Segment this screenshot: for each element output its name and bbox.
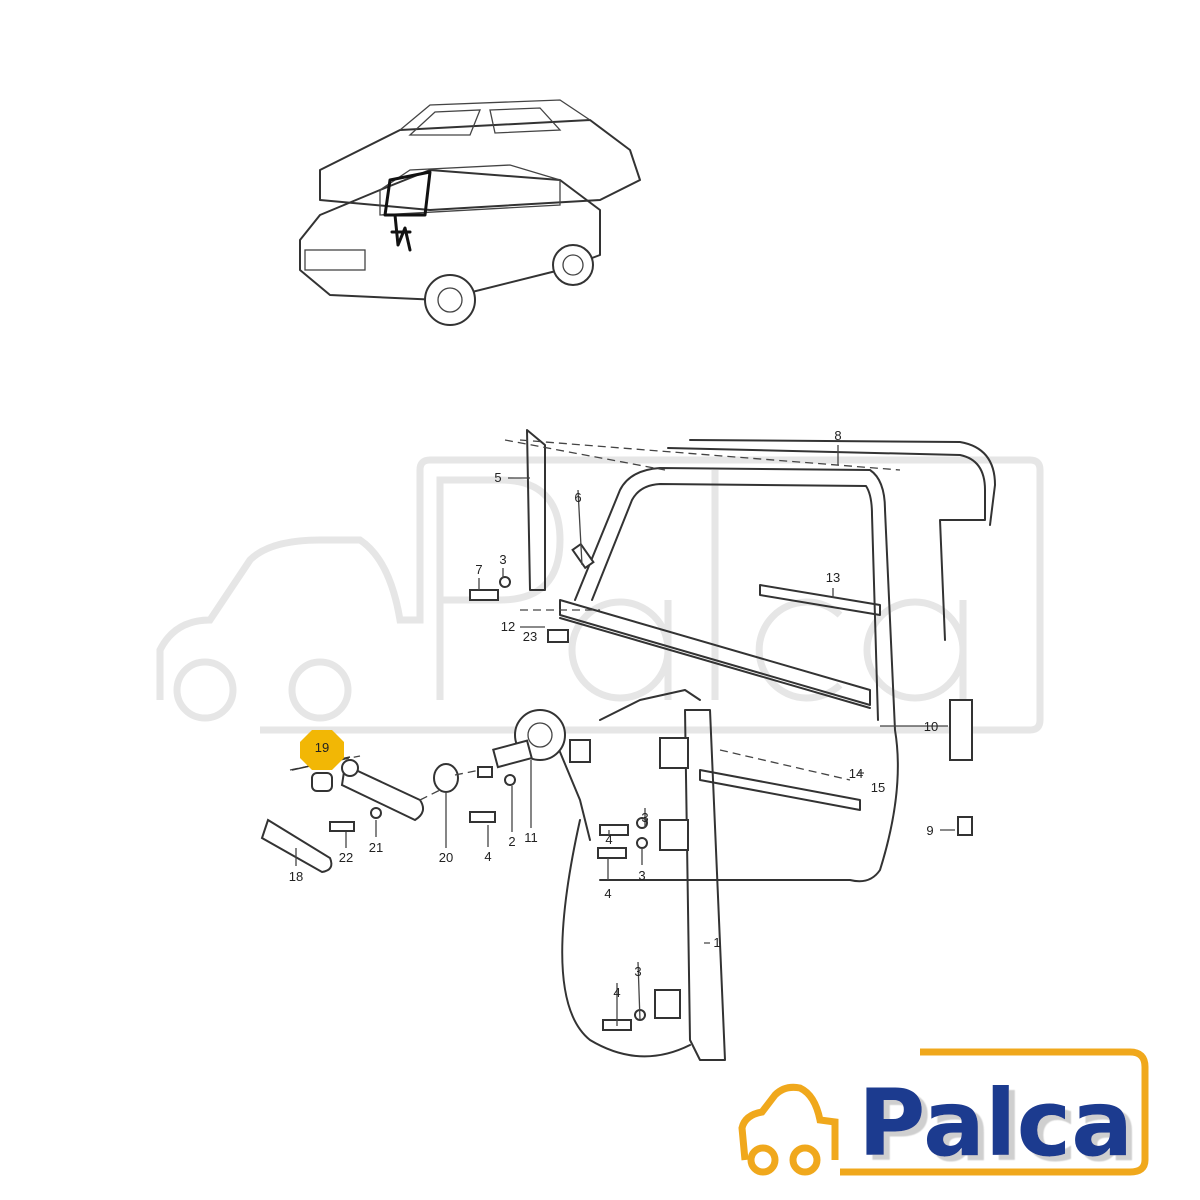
- callout-7: 7: [475, 562, 482, 577]
- part-20: [433, 763, 459, 793]
- part-10: [949, 699, 973, 761]
- callout-3: 3: [499, 552, 506, 567]
- callout-23: 23: [523, 629, 537, 644]
- callout-18: 18: [289, 869, 303, 884]
- car-illustration: [299, 99, 641, 326]
- window-regulator: [492, 709, 726, 1061]
- palca-logo: Palca: [738, 1048, 1149, 1177]
- watermark-lettering: [436, 470, 967, 702]
- callout-11: 11: [524, 830, 538, 845]
- callout-4: 4: [613, 985, 620, 1000]
- callout-6: 6: [574, 490, 581, 505]
- callout-20: 20: [439, 850, 453, 865]
- callout-19: 19: [315, 740, 329, 755]
- callout-1: 1: [713, 935, 720, 950]
- callout-2: 2: [508, 834, 515, 849]
- part-19-knob: [311, 772, 333, 792]
- callout-3: 3: [641, 810, 648, 825]
- callout-12: 12: [501, 619, 515, 634]
- callout-4: 4: [604, 886, 611, 901]
- part-18: [260, 818, 333, 874]
- callout-4: 4: [484, 849, 491, 864]
- callout-3: 3: [634, 964, 641, 979]
- callout-21: 21: [369, 840, 383, 855]
- highlight-marker: [300, 730, 344, 770]
- callout-14: 14: [849, 766, 863, 781]
- callout-4: 4: [605, 832, 612, 847]
- callout-9: 9: [926, 823, 933, 838]
- leader-lines: [289, 439, 955, 1026]
- callout-3: 3: [638, 868, 645, 883]
- callout-5: 5: [494, 470, 501, 485]
- callout-13: 13: [826, 570, 840, 585]
- callout-15: 15: [871, 780, 885, 795]
- callout-labels: 8 5 6 7 3 13 12 23 10 14 15 19 20 4 2 11…: [289, 428, 938, 1000]
- callout-10: 10: [924, 719, 938, 734]
- logo-text: Palca: [858, 1070, 1133, 1177]
- watermark-logo: [156, 456, 1044, 734]
- part-9: [957, 816, 973, 836]
- callout-22: 22: [339, 850, 353, 865]
- callout-8: 8: [834, 428, 841, 443]
- door-assembly: [526, 429, 996, 883]
